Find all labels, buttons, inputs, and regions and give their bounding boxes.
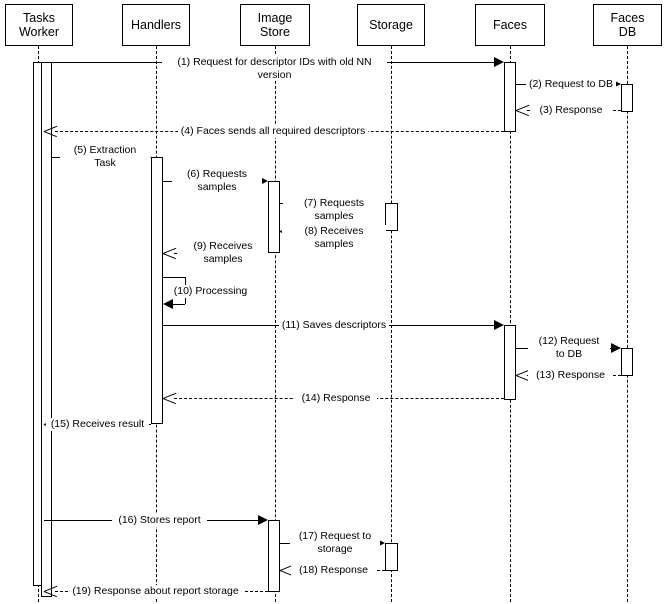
- arrowhead-left-icon-(4): [44, 124, 57, 138]
- activation-bar-act-storage-2: [385, 543, 398, 571]
- participant-box-handlers: Handlers: [122, 4, 190, 46]
- participant-box-faces: Faces: [475, 4, 545, 46]
- activation-bar-act-image-store-2: [268, 520, 280, 592]
- arrowhead-left-icon-(3): [516, 103, 529, 117]
- arrowhead-left-icon-(9): [163, 246, 176, 260]
- message-label-(5): (5) Extraction Task: [60, 144, 150, 169]
- message-label-(15): (15) Receives result: [46, 418, 149, 431]
- activation-bar-act-storage-1: [385, 203, 398, 231]
- participant-label-image-store: Image Store: [257, 11, 293, 39]
- message-label-(10): (10) Processing: [168, 285, 253, 298]
- message-label-(14): (14) Response: [295, 392, 377, 405]
- message-label-(2): (2) Request to DB: [526, 78, 616, 91]
- participant-box-tasks-worker: Tasks Worker: [5, 4, 73, 46]
- arrowhead-right-icon-(11): [494, 320, 504, 330]
- participant-box-storage: Storage: [357, 4, 425, 46]
- message-label-(9): (9) Receives samples: [178, 240, 268, 265]
- arrowhead-right-icon-(12): [611, 343, 621, 353]
- arrowhead-left-icon-(14): [163, 391, 176, 405]
- participant-label-faces-db: Faces DB: [610, 11, 645, 39]
- message-label-(19): (19) Response about report storage: [68, 585, 243, 598]
- message-label-(11): (11) Saves descriptors: [279, 319, 389, 332]
- activation-bar-act-image-store-1: [268, 181, 280, 253]
- participant-label-storage: Storage: [369, 18, 413, 32]
- activation-bar-act-faces-1: [504, 62, 516, 132]
- activation-bar-act-faces-db-2: [621, 348, 633, 376]
- participant-box-faces-db: Faces DB: [593, 4, 662, 46]
- arrowhead-right-icon-(1): [494, 57, 504, 67]
- message-label-(18): (18) Response: [291, 564, 376, 577]
- message-label-(3): (3) Response: [531, 104, 611, 117]
- participant-label-faces: Faces: [492, 18, 528, 32]
- participant-box-image-store: Image Store: [240, 4, 310, 46]
- activation-bar-act-handlers: [151, 157, 163, 424]
- arrowhead-right-icon-(16): [258, 515, 268, 525]
- lifeline-faces-db: [627, 46, 628, 602]
- message-label-(1): (1) Request for descriptor IDs with old …: [162, 56, 387, 81]
- participant-label-tasks-worker: Tasks Worker: [18, 11, 60, 39]
- message-label-(4): (4) Faces sends all required descriptors: [178, 125, 368, 138]
- activation-bar-act-faces-db-1: [621, 84, 633, 112]
- arrowhead-left-icon-(19): [44, 584, 57, 598]
- lifeline-image-store: [275, 46, 276, 602]
- message-label-(12): (12) Request to DB: [528, 335, 610, 360]
- activation-bar-act-faces-2: [504, 325, 516, 400]
- lifeline-storage: [391, 46, 392, 602]
- message-label-(17): (17) Request to storage: [290, 530, 380, 555]
- message-label-(8): (8) Receives samples: [282, 225, 386, 250]
- message-label-(7): (7) Requests samples: [283, 197, 385, 222]
- arrowhead-right-icon-(6): [258, 176, 268, 186]
- message-label-(6): (6) Requests samples: [172, 168, 262, 193]
- participant-label-handlers: Handlers: [130, 18, 182, 32]
- message-return-line-(10): [171, 304, 185, 305]
- message-label-(16): (16) Stores report: [112, 514, 207, 527]
- arrowhead-right-icon-(2): [611, 79, 621, 89]
- arrowhead-left-icon-(10): [163, 299, 173, 309]
- arrowhead-right-icon-(17): [375, 538, 385, 548]
- message-line-(10): [163, 277, 185, 278]
- activation-bar-act-tasks-inner: [41, 62, 52, 597]
- message-label-(13): (13) Response: [528, 369, 613, 382]
- lifeline-faces: [510, 46, 511, 602]
